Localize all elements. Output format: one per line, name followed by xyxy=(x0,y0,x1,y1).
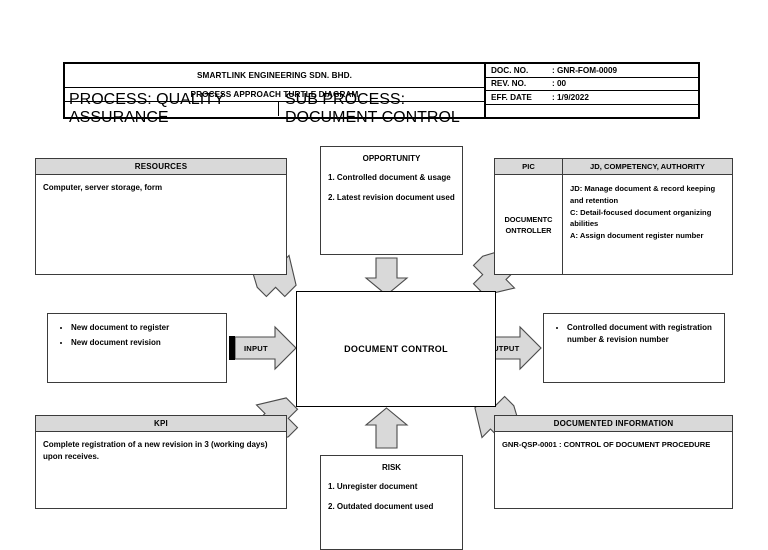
eff-date-label: EFF. DATE xyxy=(491,92,532,102)
pic-details: JD: Manage document & record keeping and… xyxy=(563,175,732,275)
output-box: Controlled document with registration nu… xyxy=(543,313,725,383)
doc-no-label: DOC. NO. xyxy=(491,65,529,75)
document-header-table: SMARTLINK ENGINEERING SDN. BHD. PROCESS … xyxy=(63,62,700,126)
input-item: New document revision xyxy=(71,337,219,349)
risk-item-1: 1. Unregister document xyxy=(328,482,418,491)
process-row: PROCESS: QUALITY ASSURANCE SUB PROCESS: … xyxy=(65,91,484,126)
opportunity-title: OPPORTUNITY xyxy=(362,154,421,163)
output-list: Controlled document with registration nu… xyxy=(551,322,717,345)
input-list: New document to register New document re… xyxy=(55,322,219,348)
resources-box: RESOURCES Computer, server storage, form xyxy=(35,158,287,275)
documented-information-body: GNR-QSP-0001 : CONTROL OF DOCUMENT PROCE… xyxy=(502,440,711,449)
process-name: PROCESS: QUALITY ASSURANCE xyxy=(65,91,279,126)
pic-body-row: DOCUMENTC ONTROLLER JD: Manage document … xyxy=(495,175,732,275)
header-field-eff-date: EFF. DATE : 1/9/2022 xyxy=(486,91,698,105)
eff-date-value: : 1/9/2022 xyxy=(552,92,589,102)
pic-col1-header: PIC xyxy=(495,159,563,174)
risk-item-2: 2. Outdated document used xyxy=(328,501,434,511)
sub-process-name: SUB PROCESS: DOCUMENT CONTROL xyxy=(285,91,460,126)
header-field-rev-no: REV. NO. : 00 xyxy=(486,78,698,92)
opportunity-box: OPPORTUNITY 1. Controlled document & usa… xyxy=(320,146,463,255)
rev-no-label: REV. NO. xyxy=(491,79,527,89)
pic-header-row: PIC JD, COMPETENCY, AUTHORITY xyxy=(495,159,732,175)
documented-information-box: DOCUMENTED INFORMATION GNR-QSP-0001 : CO… xyxy=(494,415,733,509)
pic-detail-c: C: Detail-focused document organizing ab… xyxy=(570,207,712,229)
input-item: New document to register xyxy=(71,322,219,334)
pic-person: DOCUMENTC ONTROLLER xyxy=(495,175,563,275)
resources-body: Computer, server storage, form xyxy=(43,183,163,192)
opportunity-item-1: 1. Controlled document & usage xyxy=(328,173,451,182)
pic-col2-header: JD, COMPETENCY, AUTHORITY xyxy=(590,162,705,171)
kpi-header: KPI xyxy=(36,416,286,432)
output-body: Controlled document with registration nu… xyxy=(544,314,724,345)
rev-no-value: : 00 xyxy=(552,79,567,89)
arrow-opportunity-down-icon xyxy=(364,257,409,296)
risk-body: 1. Unregister document 2. Outdated docum… xyxy=(321,472,462,512)
kpi-box: KPI Complete registration of a new revis… xyxy=(35,415,287,509)
company-name: SMARTLINK ENGINEERING SDN. BHD. xyxy=(65,64,484,88)
input-arrow-label: INPUT xyxy=(244,344,268,353)
risk-box: RISK 1. Unregister document 2. Outdated … xyxy=(320,455,463,550)
documented-information-header: DOCUMENTED INFORMATION xyxy=(495,416,732,432)
opportunity-body: 1. Controlled document & usage 2. Latest… xyxy=(321,163,462,203)
pic-detail-jd: JD: Manage document & record keeping and… xyxy=(570,184,716,205)
risk-title: RISK xyxy=(381,463,402,472)
pic-box: PIC JD, COMPETENCY, AUTHORITY DOCUMENTC … xyxy=(494,158,733,275)
center-process-box: DOCUMENT CONTROL xyxy=(296,291,496,407)
input-box: New document to register New document re… xyxy=(47,313,227,383)
input-body: New document to register New document re… xyxy=(48,314,226,348)
document-title: PROCESS APPROACH TURTLE DIAGRAM xyxy=(65,88,484,102)
header-left-column: SMARTLINK ENGINEERING SDN. BHD. PROCESS … xyxy=(65,64,486,126)
header-field-doc-no: DOC. NO. : GNR-FOM-0009 xyxy=(486,64,698,78)
pic-detail-a: A: Assign document register number xyxy=(570,231,704,241)
header-field-empty xyxy=(486,105,698,118)
header-top-section: SMARTLINK ENGINEERING SDN. BHD. PROCESS … xyxy=(65,64,698,126)
output-item: Controlled document with registration nu… xyxy=(567,322,717,345)
arrow-risk-up-icon xyxy=(364,407,409,449)
opportunity-item-2: 2. Latest revision document used xyxy=(328,192,455,202)
doc-no-value: : GNR-FOM-0009 xyxy=(552,65,618,75)
kpi-body: Complete registration of a new revision … xyxy=(43,440,268,461)
header-right-column: DOC. NO. : GNR-FOM-0009 REV. NO. : 00 EF… xyxy=(486,64,698,117)
resources-header: RESOURCES xyxy=(36,159,286,175)
output-arrow-label: OUTPUT xyxy=(487,344,520,353)
input-arrow-tail-bar xyxy=(229,336,235,360)
